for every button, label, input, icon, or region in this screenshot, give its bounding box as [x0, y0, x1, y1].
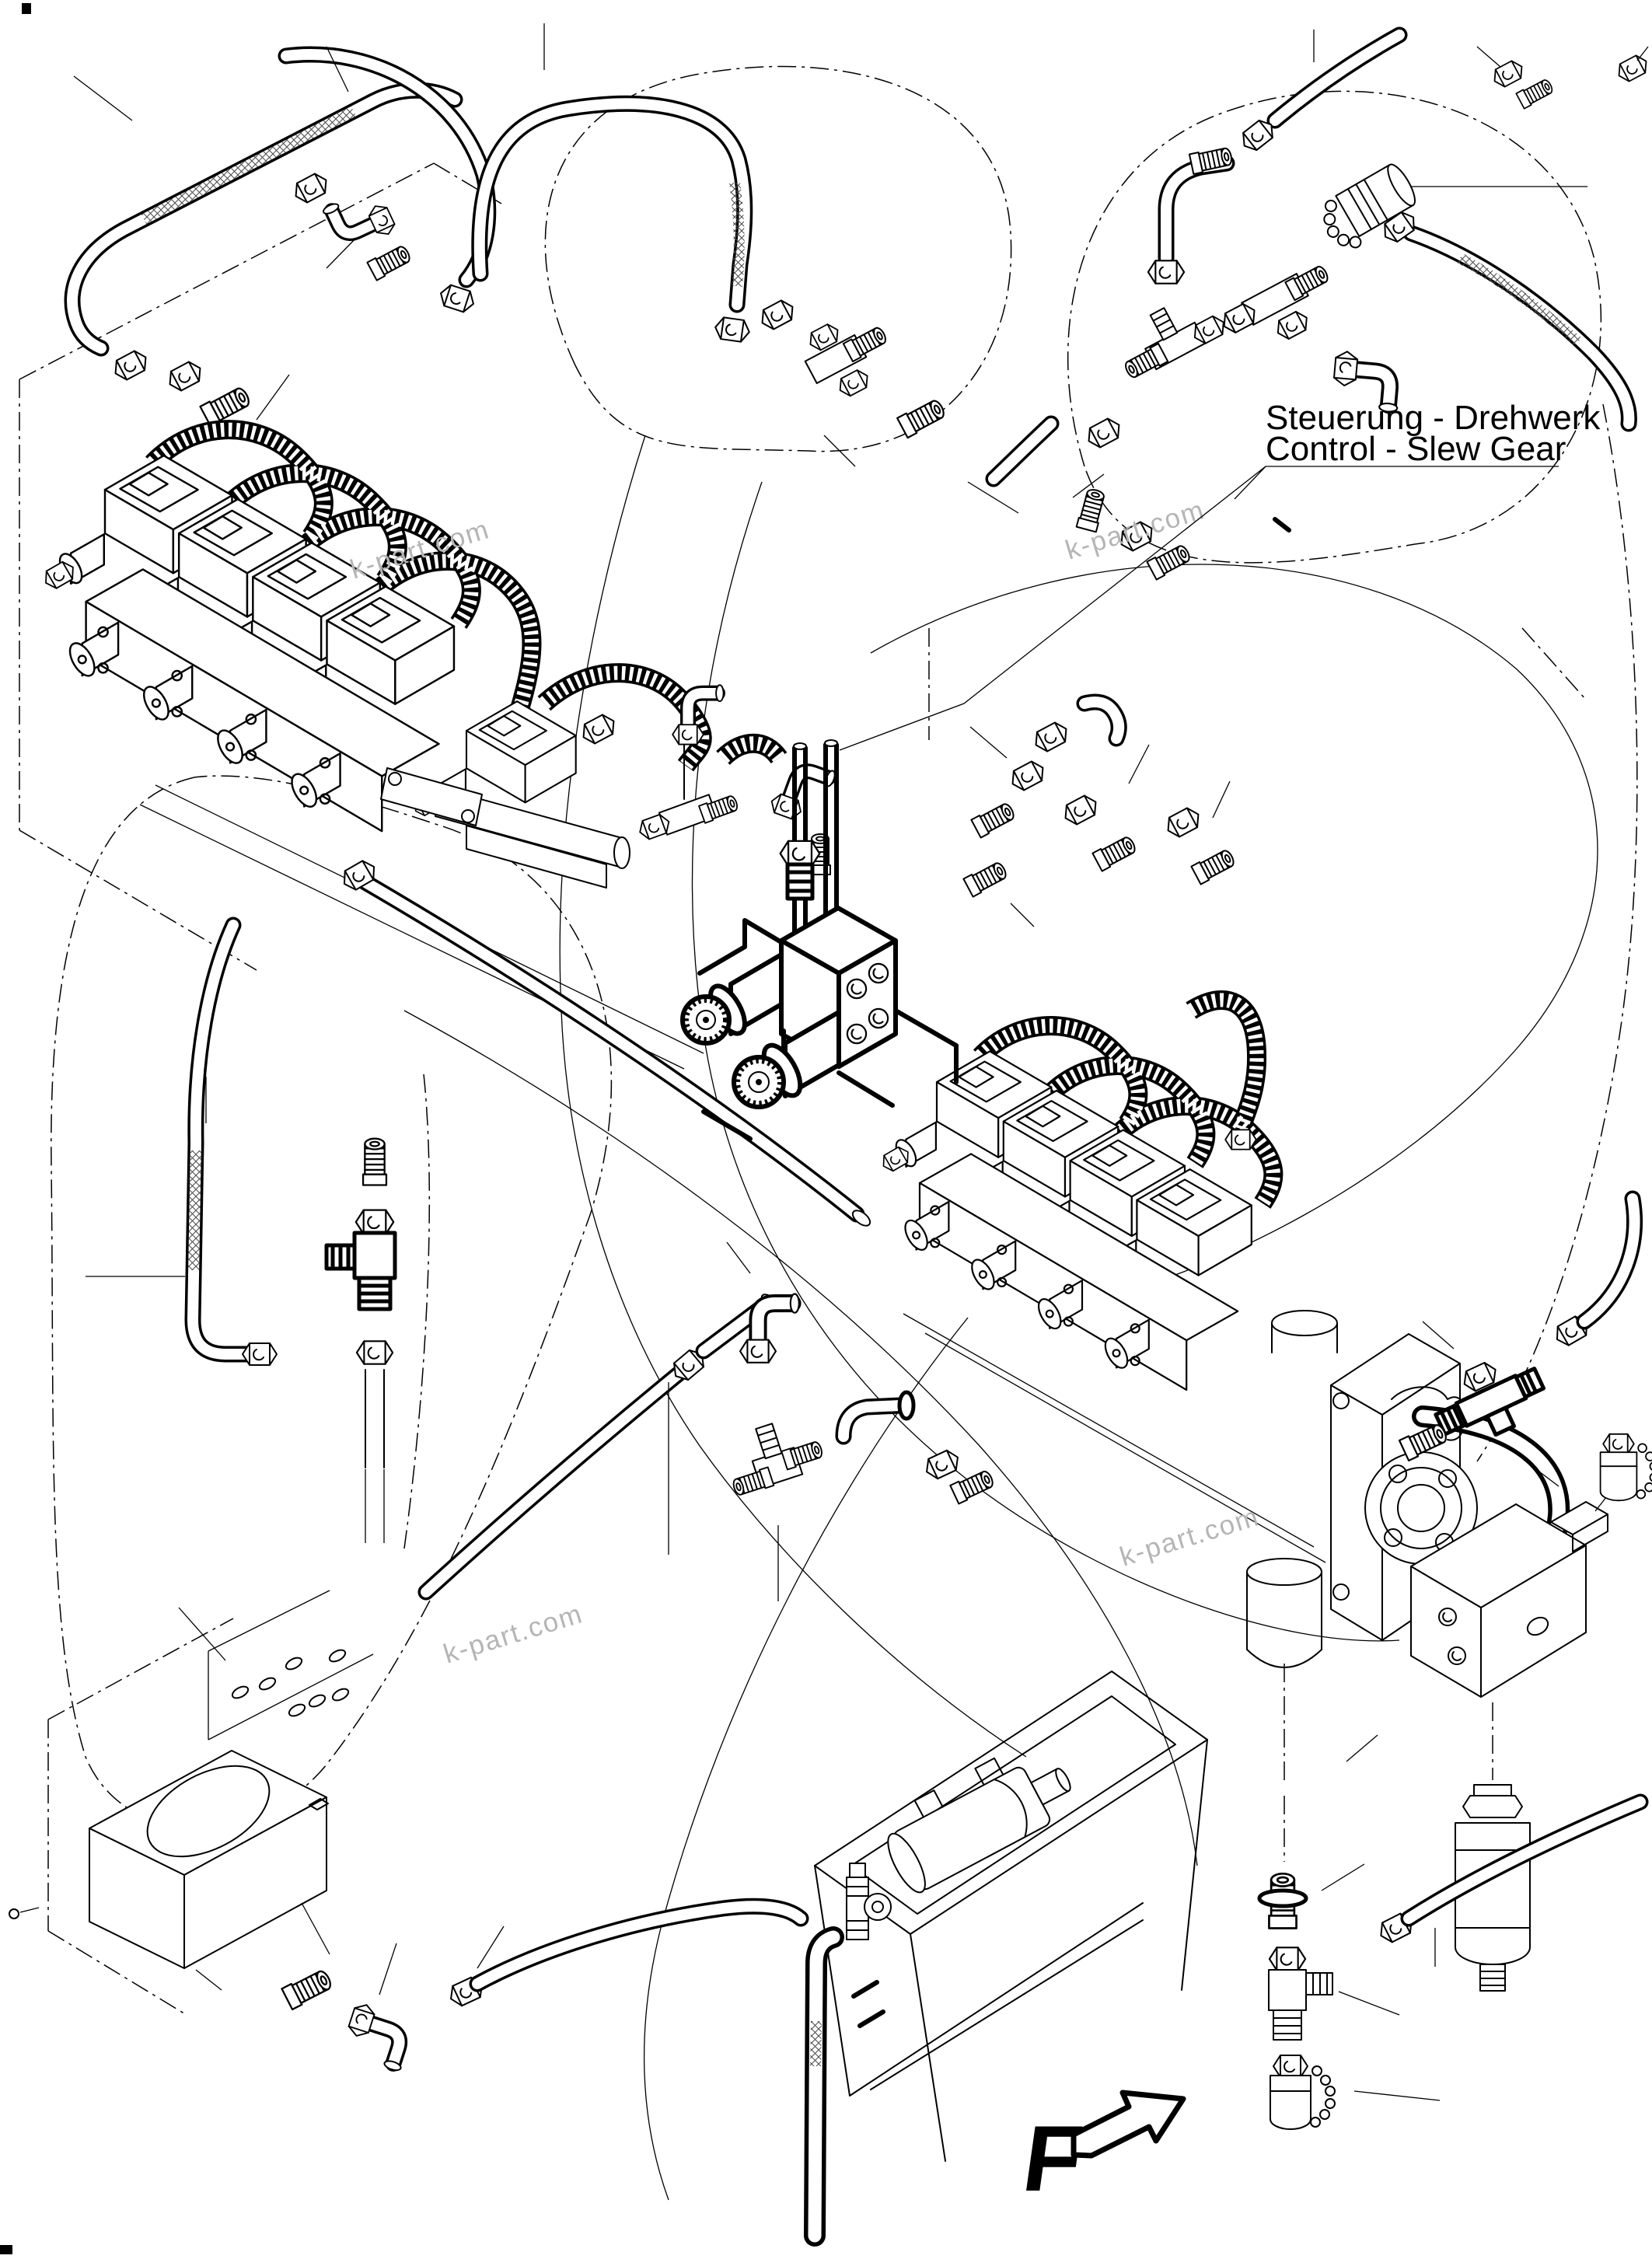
- tee-fitting-knurled: [1122, 307, 1229, 382]
- annotation-line-1: Steuerung - Drehwerk: [1266, 399, 1601, 437]
- accumulator-panel: [804, 1671, 1208, 2247]
- trim-mark-top-left: [22, 3, 31, 14]
- electrical-box-bottom-left: [9, 1590, 374, 1991]
- valve-bank-upper-left: [41, 420, 542, 833]
- tee-fitting: [1218, 262, 1332, 343]
- pilot-valve-center-left: [380, 663, 836, 889]
- solenoid-coil: [680, 952, 784, 1046]
- view-letter-f: F: [1017, 2107, 1088, 2211]
- annotation-block: Steuerung - Drehwerk Control - Slew Gear: [839, 399, 1601, 751]
- watermark-text: k-part.com: [440, 1598, 587, 1669]
- watermark-text: k-part.com: [1116, 1501, 1263, 1572]
- fitting-field-center: [962, 693, 1238, 927]
- trim-mark-bottom-left: [0, 2245, 12, 2254]
- hose-top-center-u: [471, 95, 1019, 514]
- tee-assembly-right: [1398, 1190, 1652, 1500]
- perforated-plate: [231, 1649, 350, 1717]
- tee-fitting-knurled: [730, 1423, 825, 1499]
- fitting-chain-bottom-right: [1257, 1793, 1649, 2129]
- pump-sub-block: [1410, 1501, 1608, 1698]
- fitting-cluster-bottom-center: [668, 1241, 997, 1601]
- elbow-fitting-bold: [835, 1390, 916, 1445]
- phantom-outlines: [19, 65, 1638, 2016]
- nipple-fitting: [361, 1137, 388, 1186]
- fitting-cluster-bottom-left: [281, 1898, 809, 2072]
- tee-fitting: [1268, 1947, 1333, 2041]
- hose-nut: [110, 347, 152, 384]
- view-direction: F: [1017, 2090, 1186, 2211]
- slew-gear-control-block: [680, 739, 959, 1141]
- cylinder-left: [1246, 1558, 1322, 1668]
- tee-fitting-bold: [324, 1209, 397, 1311]
- solenoid-coil: [732, 1010, 841, 1109]
- gauge-tee: [846, 1863, 892, 1940]
- tee-fitting: [804, 320, 889, 400]
- accumulator-bottle: [887, 1757, 1071, 1894]
- valve-bank-center-right: [879, 990, 1284, 1391]
- view-arrow-icon: [1070, 2090, 1186, 2159]
- annotation-line-2: Control - Slew Gear: [1266, 430, 1566, 468]
- fitting-cluster-top-right: [985, 26, 1652, 581]
- tee-fitting: [635, 792, 740, 843]
- protective-cap-chain: [1323, 163, 1416, 249]
- hose-and-tee-left: [86, 917, 397, 1543]
- hose-top-middle-left: [278, 23, 545, 316]
